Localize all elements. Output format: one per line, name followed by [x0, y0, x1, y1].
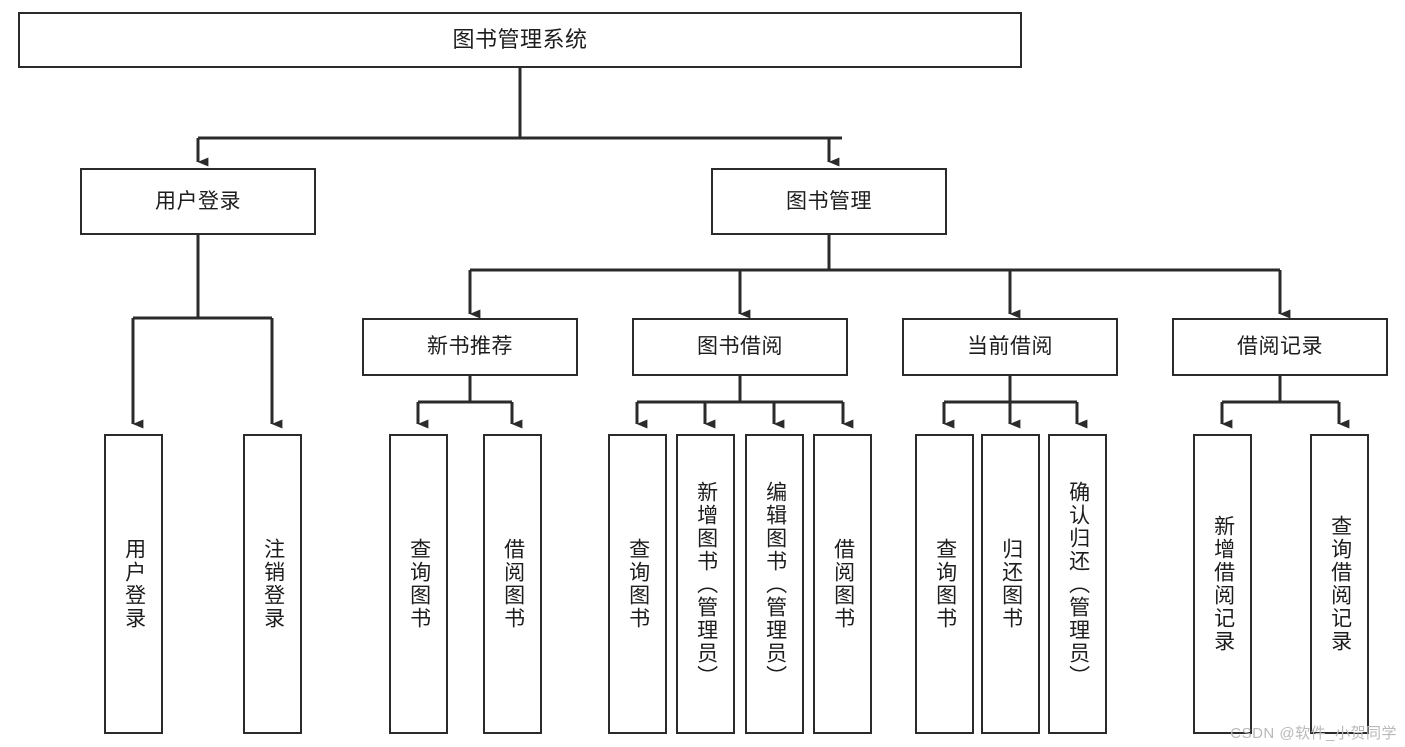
node-book-management-label: 图书管理: [786, 189, 872, 213]
node-new-book-recommend[interactable]: 新书推荐: [362, 318, 578, 376]
node-user-login-label: 用户登录: [155, 189, 241, 213]
node-leaf-return-books[interactable]: 归还图书: [981, 434, 1040, 734]
node-leaf-confirm-return-admin[interactable]: 确认归还（管理员）: [1048, 434, 1107, 734]
node-leaf-borrow-books[interactable]: 借阅图书: [813, 434, 872, 734]
node-leaf-user-login[interactable]: 用户登录: [104, 434, 163, 734]
node-leaf-add-book-admin[interactable]: 新增图书（管理员）: [676, 434, 735, 734]
node-borrow-record-label: 借阅记录: [1237, 335, 1323, 359]
node-borrow-record[interactable]: 借阅记录: [1172, 318, 1388, 376]
node-leaf-logout[interactable]: 注销登录: [243, 434, 302, 734]
node-book-borrow-label: 图书借阅: [697, 335, 783, 359]
node-new-book-recommend-label: 新书推荐: [427, 335, 513, 359]
node-book-management[interactable]: 图书管理: [711, 168, 947, 235]
node-leaf-newbook-query-books-label: 查询图书: [407, 538, 431, 630]
node-leaf-query-borrow-record[interactable]: 查询借阅记录: [1310, 434, 1369, 734]
node-leaf-add-book-admin-label: 新增图书（管理员）: [694, 480, 718, 688]
node-user-login[interactable]: 用户登录: [80, 168, 316, 235]
node-leaf-newbook-query-books[interactable]: 查询图书: [389, 434, 448, 734]
node-book-borrow[interactable]: 图书借阅: [632, 318, 848, 376]
node-leaf-query-borrow-record-label: 查询借阅记录: [1328, 515, 1352, 653]
node-leaf-confirm-return-admin-label: 确认归还（管理员）: [1066, 480, 1090, 688]
node-leaf-borrow-query-books[interactable]: 查询图书: [608, 434, 667, 734]
node-leaf-borrow-books-label: 借阅图书: [831, 538, 855, 630]
node-leaf-add-borrow-record-label: 新增借阅记录: [1211, 515, 1235, 653]
node-leaf-logout-label: 注销登录: [261, 538, 285, 630]
node-leaf-add-borrow-record[interactable]: 新增借阅记录: [1193, 434, 1252, 734]
node-leaf-newbook-borrow-books-label: 借阅图书: [501, 538, 525, 630]
node-leaf-user-login-label: 用户登录: [122, 538, 146, 630]
node-leaf-edit-book-admin[interactable]: 编辑图书（管理员）: [745, 434, 804, 734]
node-leaf-return-books-label: 归还图书: [999, 538, 1023, 630]
node-current-borrow[interactable]: 当前借阅: [902, 318, 1118, 376]
node-root-book-management-system[interactable]: 图书管理系统: [18, 12, 1022, 68]
node-leaf-newbook-borrow-books[interactable]: 借阅图书: [483, 434, 542, 734]
node-current-borrow-label: 当前借阅: [967, 335, 1053, 359]
node-root-label: 图书管理系统: [452, 26, 588, 52]
node-leaf-borrow-query-books-label: 查询图书: [626, 538, 650, 630]
node-leaf-current-query-books-label: 查询图书: [933, 538, 957, 630]
node-leaf-edit-book-admin-label: 编辑图书（管理员）: [763, 480, 787, 688]
node-leaf-current-query-books[interactable]: 查询图书: [915, 434, 974, 734]
